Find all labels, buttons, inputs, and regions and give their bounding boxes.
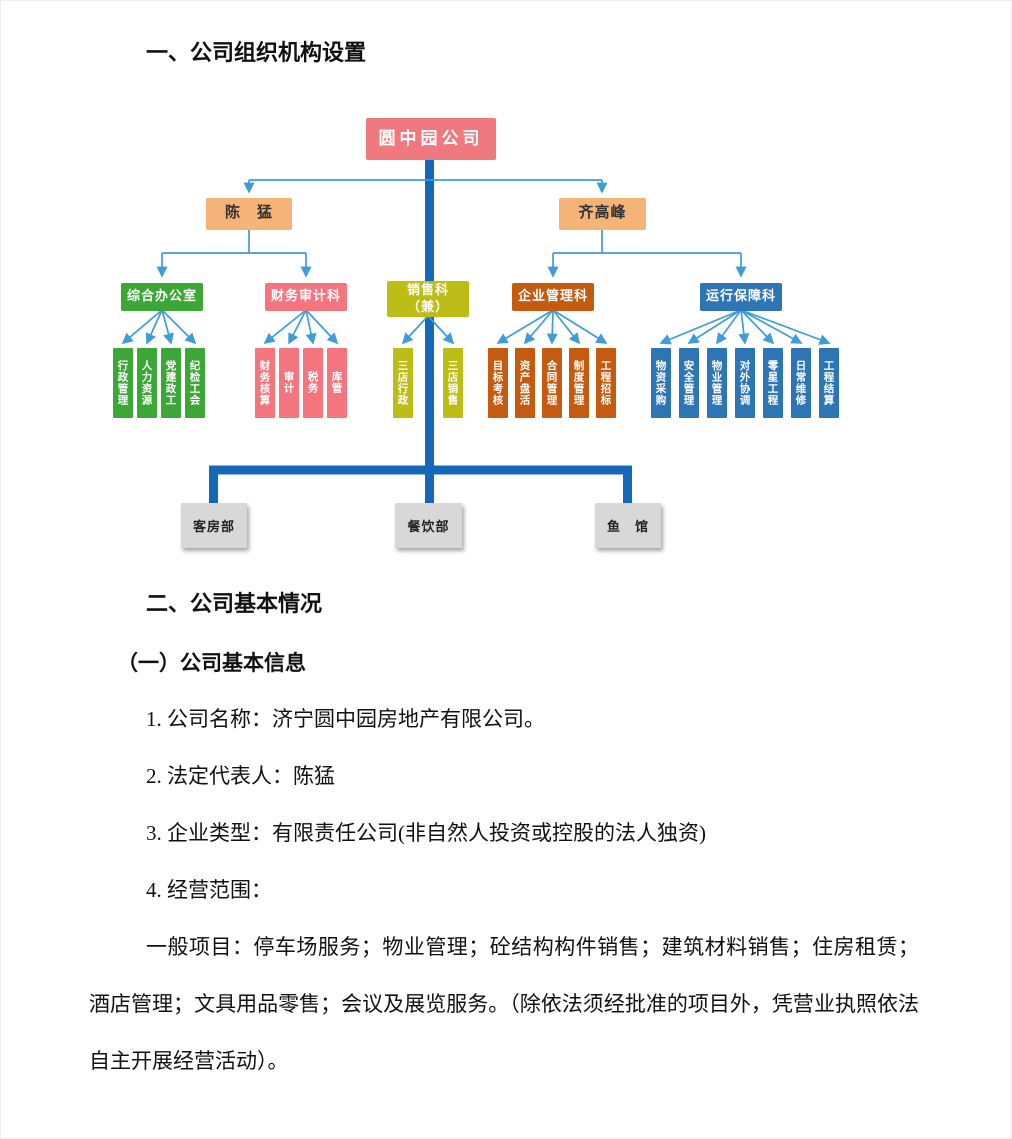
paragraph-business-scope-label: 4. 经营范围：	[146, 878, 272, 903]
org-branch-lines	[121, 178, 831, 345]
org-subunits-enterprise-mgmt: 目标考核 资产盘活 合同管理 制度管理 工程招标	[488, 347, 616, 418]
org-subunit-box: 日常维修	[791, 347, 811, 418]
org-subunits-operations-support: 物资采购 安全管理 物业管理 对外协调 零星工程 日常维修 工程结算	[651, 347, 839, 418]
subsection-heading: （一）公司基本信息	[117, 652, 306, 676]
paragraph-enterprise-type: 3. 企业类型：有限责任公司(非自然人投资或控股的法人独资)	[146, 821, 706, 846]
org-subunit-box: 资产盘活	[515, 347, 535, 418]
org-dept-box-finance-audit: 财务审计科	[265, 282, 347, 311]
org-subunit-box: 财务核算	[255, 347, 275, 418]
org-connector-lines	[121, 157, 831, 504]
org-subunit-box: 纪检工会	[185, 347, 205, 418]
section2-heading: 二、公司基本情况	[146, 590, 323, 616]
org-subunit-box: 安全管理	[679, 347, 699, 418]
org-subunit-box: 党建政工	[161, 347, 181, 418]
org-dept-box-general-office: 综合办公室	[121, 282, 203, 311]
org-bottom-box-guestrooms: 客房部	[181, 502, 247, 548]
org-dept-box-operations-support: 运行保障科	[700, 282, 782, 311]
paragraph-business-scope-detail: 一般项目：停车场服务；物业管理；砼结构构件销售；建筑材料销售；住房租赁；酒店管理…	[89, 935, 919, 1074]
org-dept-box-sales: 销售科 （兼）	[387, 280, 469, 317]
org-subunits-sales: 三店行政 三店销售	[393, 347, 463, 418]
paragraph-company-name: 1. 公司名称：济宁圆中园房地产有限公司。	[146, 707, 545, 732]
org-subunit-box: 税务	[303, 347, 323, 418]
org-subunit-box: 物业管理	[707, 347, 727, 418]
org-subunit-box: 行政管理	[113, 347, 133, 418]
org-subunit-box: 三店行政	[393, 347, 413, 418]
org-subunit-box: 零星工程	[763, 347, 783, 418]
org-subunit-box: 审计	[279, 347, 299, 418]
org-subunit-box: 物资采购	[651, 347, 671, 418]
org-subunit-box: 目标考核	[488, 347, 508, 418]
org-chart: 圆中园公司 陈 猛 齐高峰 综合办公室 财务审计科 销售科 （兼） 企业管理科 …	[1, 98, 1011, 568]
org-subunit-box: 工程招标	[596, 347, 616, 418]
org-subunit-box: 合同管理	[542, 347, 562, 418]
org-subunit-box: 对外协调	[735, 347, 755, 418]
org-root-box: 圆中园公司	[366, 117, 496, 160]
org-leader-box-chenmeng: 陈 猛	[206, 197, 292, 230]
paragraph-legal-representative: 2. 法定代表人：陈猛	[146, 764, 335, 789]
org-bottom-box-catering: 餐饮部	[395, 502, 462, 548]
org-subunit-box: 制度管理	[569, 347, 589, 418]
org-subunit-box: 三店销售	[443, 347, 463, 418]
org-subunits-general-office: 行政管理 人力资源 党建政工 纪检工会	[113, 347, 205, 418]
org-subunits-finance-audit: 财务核算 审计 税务 库管	[255, 347, 347, 418]
org-subunit-box: 人力资源	[137, 347, 157, 418]
body-text: 1. 公司名称：济宁圆中园房地产有限公司。 2. 法定代表人：陈猛 3. 企业类…	[89, 691, 919, 1090]
org-bottom-box-fish-restaurant: 鱼 馆	[595, 502, 661, 548]
org-dept-box-enterprise-mgmt: 企业管理科	[512, 282, 594, 311]
org-subunit-box: 工程结算	[819, 347, 839, 418]
org-leader-box-qigaofeng: 齐高峰	[559, 197, 646, 230]
section1-heading: 一、公司组织机构设置	[146, 40, 367, 65]
org-subunit-box: 库管	[327, 347, 347, 418]
